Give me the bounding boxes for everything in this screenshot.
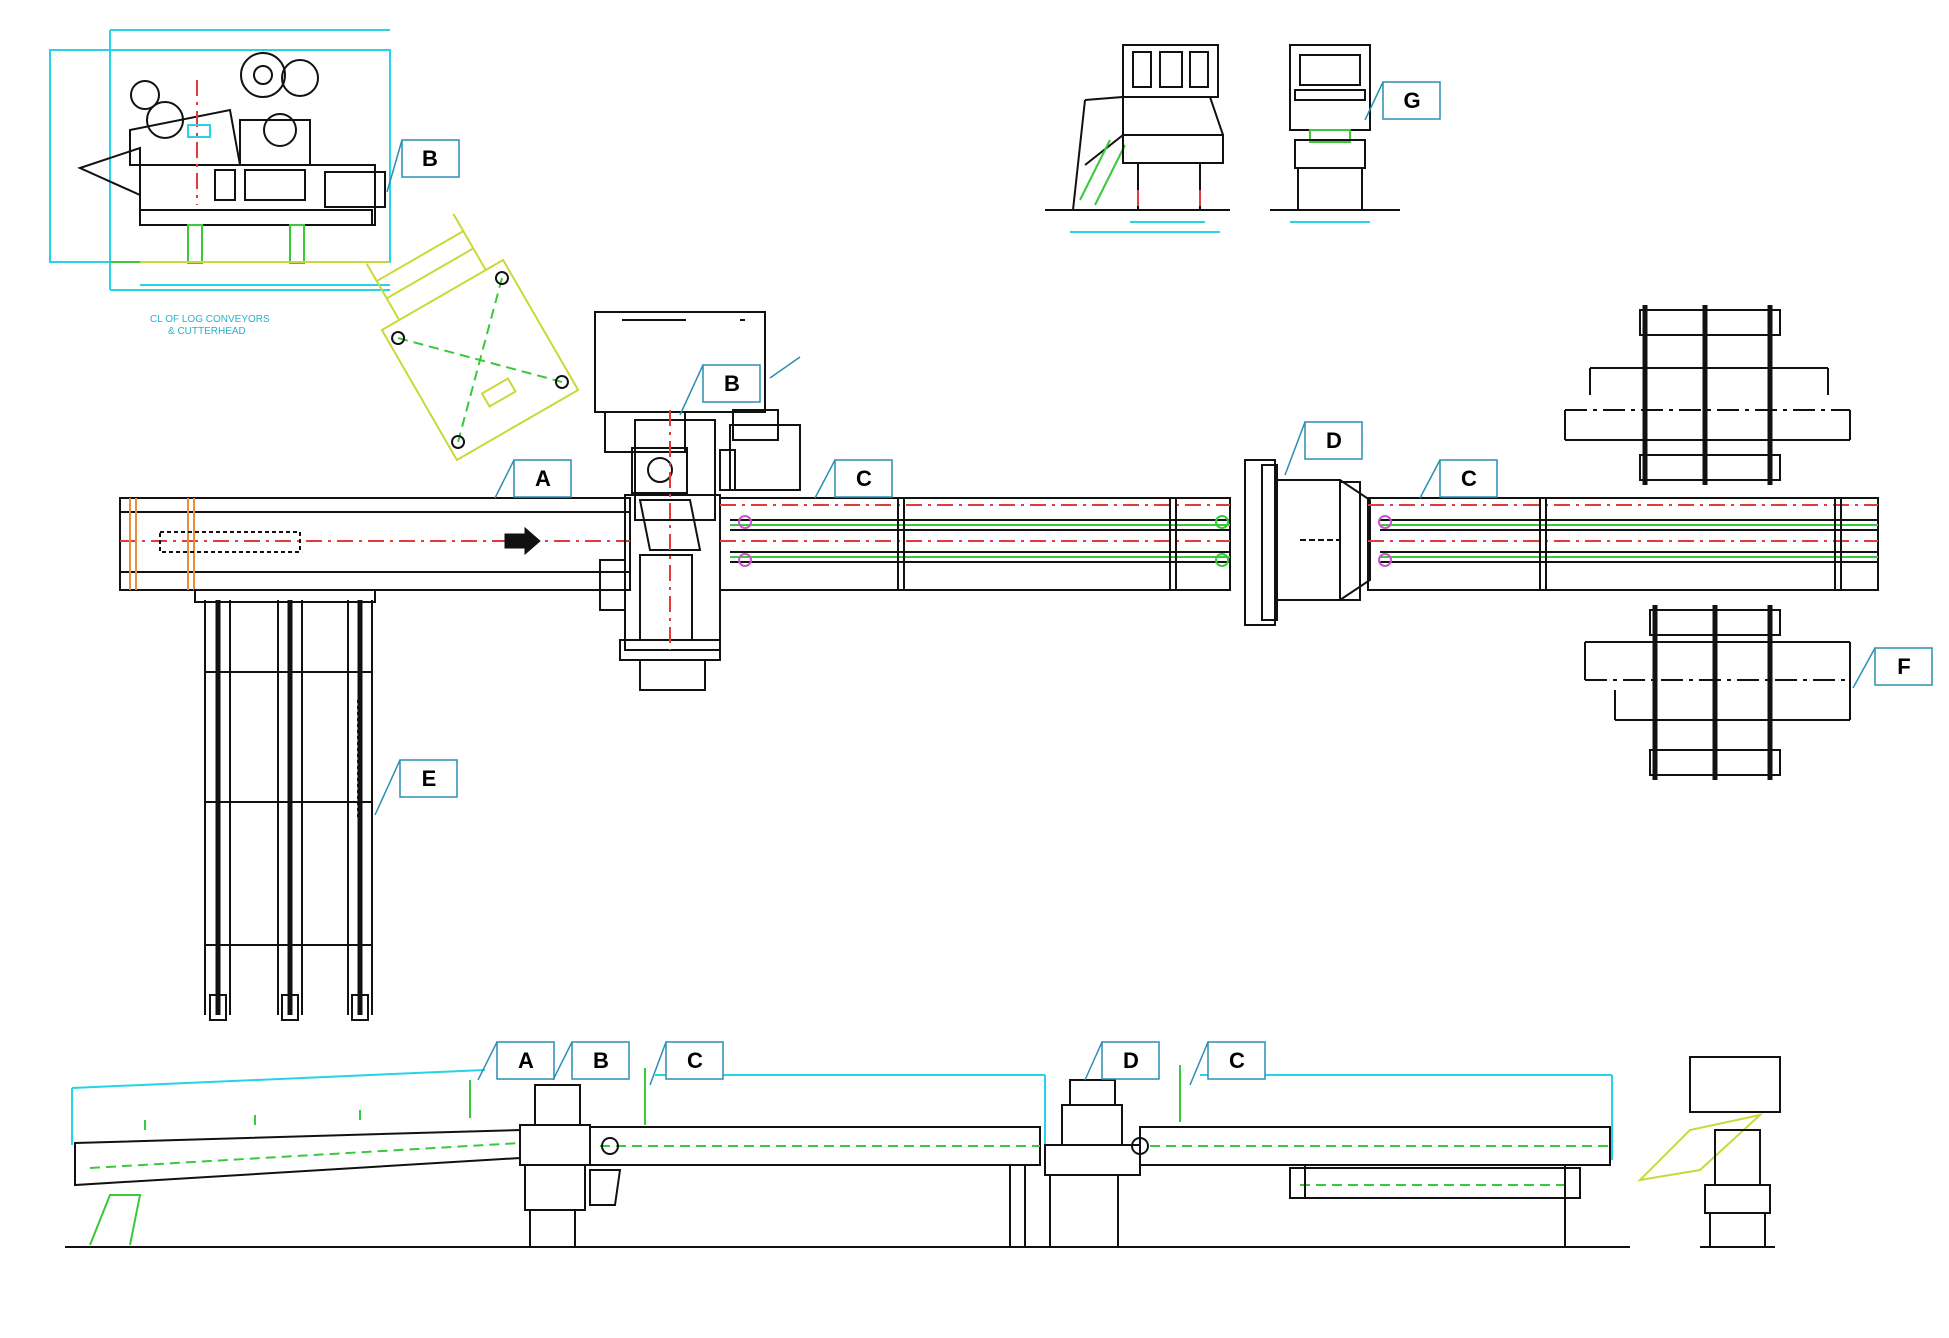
machine-d-plan <box>1244 459 1371 626</box>
callout-c1-plan: C <box>814 459 893 499</box>
callout-b-top: B <box>386 139 460 193</box>
label-a-plan: A <box>535 466 551 491</box>
label-e: E <box>422 766 437 791</box>
callout-e: E <box>374 759 458 816</box>
label-c2-elev: C <box>1229 1048 1245 1073</box>
label-c1-plan: C <box>856 466 872 491</box>
label-d-elev: D <box>1123 1048 1139 1073</box>
callout-f: F <box>1852 647 1933 689</box>
label-b-plan: B <box>724 371 740 396</box>
callout-g: G <box>1364 81 1441 121</box>
callout-d-elev: D <box>1084 1041 1160 1081</box>
conveyor-note-line2: & CUTTERHEAD <box>168 326 246 337</box>
label-b-elev: B <box>593 1048 609 1073</box>
label-b-top: B <box>422 146 438 171</box>
callout-c2-elev: C <box>1189 1041 1266 1086</box>
label-a-elev: A <box>518 1048 534 1073</box>
callout-b-elev: B <box>552 1041 630 1081</box>
label-d-plan: D <box>1326 428 1342 453</box>
callout-c1-elev: C <box>649 1041 724 1086</box>
conveyor-note-line1: CL OF LOG CONVEYORS <box>150 314 270 325</box>
callout-d-plan: D <box>1284 421 1363 476</box>
line-elevation <box>65 1056 1781 1248</box>
conveyor-c1-plan <box>719 497 1231 591</box>
callout-a-plan: A <box>494 459 572 499</box>
callout-c2-plan: C <box>1419 459 1498 499</box>
machine-b-plan <box>594 311 801 691</box>
transfer-deck-f <box>1564 305 1851 780</box>
detail-b-elevation: CL OF LOG CONVEYORS & CUTTERHEAD <box>49 29 391 337</box>
label-c1-elev: C <box>687 1048 703 1073</box>
conveyor-c2-plan <box>1367 497 1879 591</box>
label-c2-plan: C <box>1461 466 1477 491</box>
label-g: G <box>1403 88 1420 113</box>
tilted-plan-detail <box>365 213 580 462</box>
conveyor-a-plan <box>119 497 631 591</box>
conveyor-e-plan <box>194 589 376 1021</box>
callout-b-plan: B <box>679 364 761 416</box>
label-f: F <box>1897 654 1910 679</box>
callout-a-elev: A <box>477 1041 555 1081</box>
detail-g-elevations <box>1045 44 1400 233</box>
